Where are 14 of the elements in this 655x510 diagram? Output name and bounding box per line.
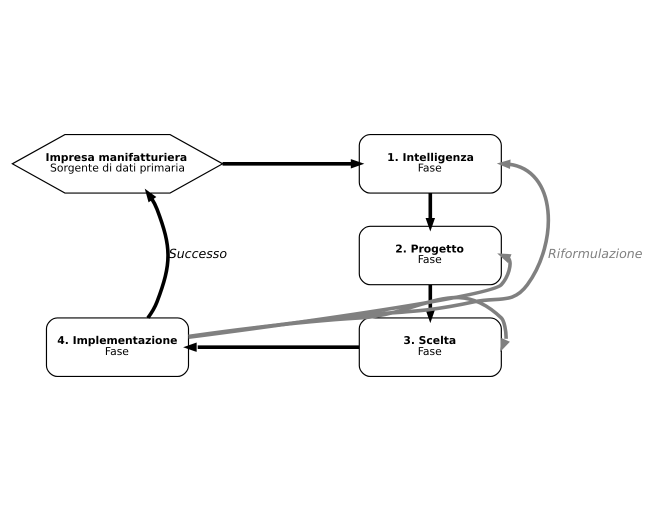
arrow (188, 159, 550, 338)
node-box: 2. Progetto Fase (358, 225, 502, 285)
node-box: 3. Scelta Fase (358, 316, 502, 376)
node-box: 4. Implementazione Fase (46, 316, 190, 376)
arrow (426, 192, 436, 231)
node-box: 1. Intelligenza Fase (358, 134, 502, 194)
arrow (144, 188, 170, 318)
arrow (188, 295, 510, 352)
arrow (222, 158, 364, 168)
edge-label: Riformulazione (548, 245, 643, 260)
arrow (183, 342, 360, 352)
arrow (426, 284, 436, 323)
arrow (188, 252, 512, 339)
edge-label: Successo (168, 245, 228, 260)
